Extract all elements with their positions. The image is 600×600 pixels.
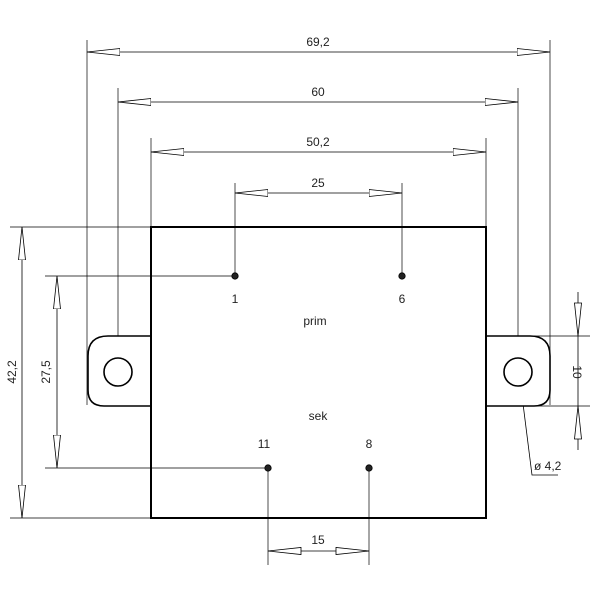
extension-lines <box>10 40 590 565</box>
pin-6-label: 6 <box>399 292 406 306</box>
left-mounting-tab <box>87 335 152 407</box>
primary-label: prim <box>303 314 326 328</box>
right-mounting-tab <box>485 335 551 407</box>
pin-6-dot <box>398 272 406 280</box>
pin-11-label: 11 <box>258 437 271 451</box>
dim-overall-width-label: 69,2 <box>306 35 330 49</box>
dim-mount-spacing-label: 60 <box>311 85 325 99</box>
pin-8-label: 8 <box>366 437 373 451</box>
secondary-label: sek <box>309 409 329 423</box>
dimension-lines <box>22 52 582 555</box>
hole-diameter-label: ø 4,2 <box>534 459 562 473</box>
pin-8-dot <box>365 464 373 472</box>
dim-body-height-label: 42,2 <box>5 360 19 384</box>
right-mounting-hole <box>503 357 533 387</box>
pin-1-dot <box>231 272 239 280</box>
pin-11-dot <box>264 464 272 472</box>
dim-pin-spacing-top-label: 25 <box>311 176 325 190</box>
dim-pin-spacing-bottom-label: 15 <box>311 533 325 547</box>
dim-tab-height-label: 10 <box>570 365 584 379</box>
dim-body-width-label: 50,2 <box>306 135 330 149</box>
transformer-body <box>150 226 487 519</box>
pin-1-label: 1 <box>232 292 239 306</box>
left-mounting-hole <box>103 357 133 387</box>
dim-pin-row-spacing-label: 27,5 <box>39 360 53 384</box>
